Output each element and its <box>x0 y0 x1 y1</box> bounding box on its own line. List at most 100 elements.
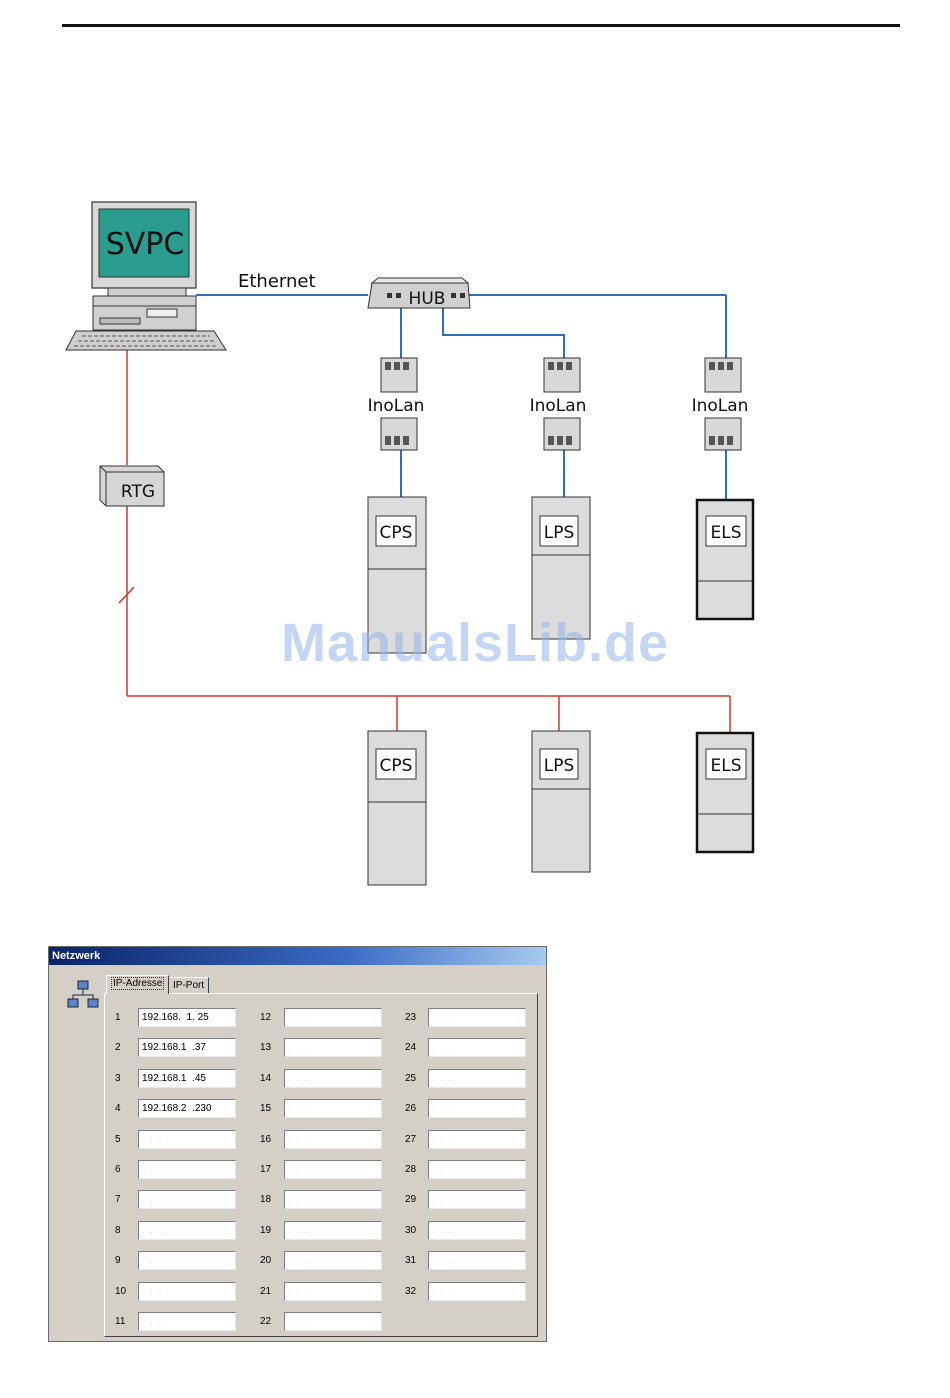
inolan-label-3: InoLan <box>692 396 749 416</box>
ip-row-number: 17 <box>260 1164 272 1175</box>
upper-cps-label: CPS <box>380 523 413 543</box>
ip-address-field[interactable]: . . . <box>138 1251 236 1270</box>
ip-address-field[interactable]: . . . <box>284 1130 382 1149</box>
bus-links <box>118 350 731 732</box>
ip-address-field[interactable]: . . . <box>284 1190 382 1209</box>
upper-cps-cabinet: CPS <box>367 496 427 654</box>
ip-address-field[interactable]: 192.168.2 .230 <box>138 1099 236 1118</box>
ip-row-number: 31 <box>405 1255 417 1266</box>
svpc-label: SVPC <box>106 227 185 262</box>
ip-row-number: 9 <box>115 1255 121 1266</box>
ip-row-number: 3 <box>115 1073 121 1084</box>
ip-address-field[interactable]: . . . <box>428 1099 526 1118</box>
ip-address-field[interactable]: . . . <box>138 1190 236 1209</box>
ip-row-number: 18 <box>260 1194 272 1205</box>
ip-address-field[interactable]: . . . <box>284 1038 382 1057</box>
hub: HUB <box>367 277 471 309</box>
ip-address-field[interactable]: . . . <box>138 1282 236 1301</box>
svpc-computer: SVPC <box>65 201 227 351</box>
dialog-title: Netzwerk <box>49 947 546 965</box>
ip-address-field[interactable]: . . . <box>428 1160 526 1179</box>
ip-row-number: 23 <box>405 1012 417 1023</box>
ip-address-field[interactable]: . . . <box>284 1099 382 1118</box>
lower-lps-cabinet: LPS <box>531 730 591 873</box>
ip-row-number: 7 <box>115 1194 121 1205</box>
upper-els-cabinet: ELS <box>695 498 755 621</box>
ip-address-field[interactable]: . . . <box>428 1221 526 1240</box>
ip-row-number: 11 <box>115 1316 126 1327</box>
ip-row-number: 15 <box>260 1103 272 1114</box>
ip-address-field[interactable]: . . . <box>428 1069 526 1088</box>
ip-address-field[interactable]: . . . <box>428 1190 526 1209</box>
ip-address-field[interactable]: 192.168.1 .45 <box>138 1069 236 1088</box>
ip-row-number: 24 <box>405 1042 417 1053</box>
rtg-label: RTG <box>121 482 155 502</box>
ip-row-number: 26 <box>405 1103 417 1114</box>
ip-address-field[interactable]: 192.168.1 .37 <box>138 1038 236 1057</box>
ip-address-field[interactable]: . . . <box>284 1251 382 1270</box>
tab-ip-adresse[interactable]: IP-Adresse <box>106 975 170 994</box>
ip-address-field[interactable]: . . . <box>428 1008 526 1027</box>
ip-row-number: 21 <box>260 1286 272 1297</box>
network-diagram: SVPC Ethernet HUB RTG InoLan <box>65 201 755 886</box>
ip-row-number: 1 <box>115 1012 121 1023</box>
ip-address-field[interactable]: . . . <box>138 1130 236 1149</box>
tab-ip-port-label: IP-Port <box>173 980 205 991</box>
lower-cps-label: CPS <box>380 756 413 776</box>
ip-row-number: 28 <box>405 1164 417 1175</box>
ip-address-field[interactable]: . . . <box>138 1160 236 1179</box>
top-rule <box>62 24 900 27</box>
lower-els-label: ELS <box>710 756 741 776</box>
ip-row-number: 6 <box>115 1164 121 1175</box>
inolan-label-2: InoLan <box>530 396 587 416</box>
tab-ip-port[interactable]: IP-Port <box>168 977 210 993</box>
watermark: ManualsLib.de <box>280 613 670 673</box>
inolan-module-3: InoLan <box>692 357 749 451</box>
ip-address-field[interactable]: . . . <box>428 1130 526 1149</box>
lower-els-cabinet: ELS <box>695 731 755 854</box>
lower-lps-label: LPS <box>544 756 575 776</box>
ip-address-field[interactable]: . . . <box>284 1312 382 1331</box>
ip-address-field[interactable]: . . . <box>284 1160 382 1179</box>
ip-row-number: 25 <box>405 1073 417 1084</box>
ip-address-field[interactable]: . . . <box>428 1282 526 1301</box>
upper-els-label: ELS <box>710 523 741 543</box>
ip-row-number: 14 <box>260 1073 272 1084</box>
ip-row-number: 22 <box>260 1316 272 1327</box>
ip-row-number: 30 <box>405 1225 417 1236</box>
network-dialog: Netzwerk IP-Adresse IP-Port 1 192.168. 1.… <box>48 946 547 1342</box>
ip-row-number: 8 <box>115 1225 121 1236</box>
ip-row-number: 13 <box>260 1042 272 1053</box>
ip-row-number: 12 <box>260 1012 272 1023</box>
ip-row-number: 32 <box>405 1286 417 1297</box>
inolan-module-2: InoLan <box>530 357 587 451</box>
ip-address-field[interactable]: 192.168. 1. 25 <box>138 1008 236 1027</box>
ip-address-field[interactable]: . . . <box>428 1251 526 1270</box>
ip-address-field[interactable]: . . . <box>284 1221 382 1240</box>
upper-lps-cabinet: LPS <box>531 496 591 640</box>
ip-address-field[interactable]: . . . <box>428 1038 526 1057</box>
rtg-box: RTG <box>99 465 165 507</box>
lower-cps-cabinet: CPS <box>367 730 427 886</box>
ethernet-links <box>196 294 727 500</box>
ip-row-number: 2 <box>115 1042 121 1053</box>
ip-address-field[interactable]: . . . <box>138 1221 236 1240</box>
inolan-module-1: InoLan <box>368 357 425 451</box>
hub-label: HUB <box>409 289 446 309</box>
ip-address-field[interactable]: . . . <box>138 1312 236 1331</box>
ip-address-field[interactable]: . . . <box>284 1008 382 1027</box>
upper-lps-label: LPS <box>544 523 575 543</box>
inolan-label-1: InoLan <box>368 396 425 416</box>
ip-address-field[interactable]: . . . <box>284 1282 382 1301</box>
ip-address-panel <box>104 993 538 1337</box>
ip-row-number: 20 <box>260 1255 272 1266</box>
ip-row-number: 19 <box>260 1225 272 1236</box>
ip-row-number: 4 <box>115 1103 121 1114</box>
ip-row-number: 29 <box>405 1194 417 1205</box>
ip-row-number: 10 <box>115 1286 127 1297</box>
tab-ip-adresse-label: IP-Adresse <box>111 977 165 990</box>
ip-row-number: 5 <box>115 1134 121 1145</box>
network-icon <box>67 980 99 1008</box>
ip-row-number: 16 <box>260 1134 272 1145</box>
ip-address-field[interactable]: . . . <box>284 1069 382 1088</box>
